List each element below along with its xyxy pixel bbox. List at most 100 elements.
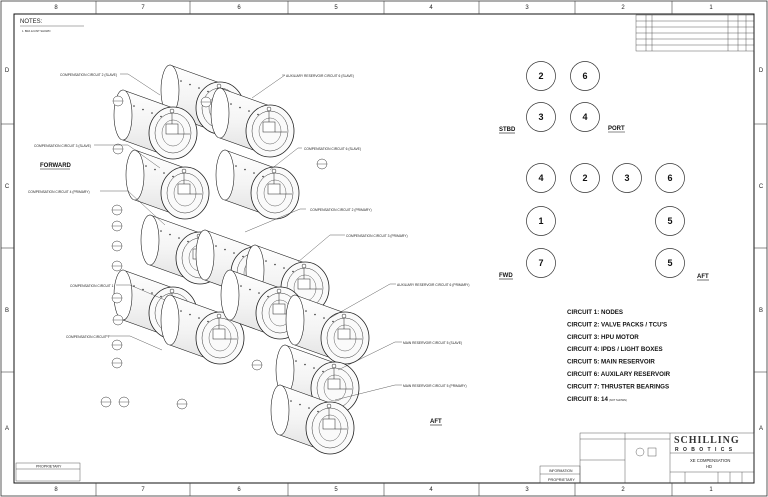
circuit-node-2: 2 (570, 163, 600, 193)
drawing-title: XE COMPENSATION (690, 458, 730, 463)
circuit-node-number: 6 (582, 71, 587, 81)
fitting-balloon (111, 240, 123, 252)
callout-comp-circuit-3-primary: COMPENSATION CIRCUIT 3 (PRIMARY) (346, 234, 408, 238)
zone-row-C: C (759, 184, 764, 190)
stbd-label: STBD (499, 127, 516, 133)
compensator-assembly-drawing (100, 64, 370, 455)
callout-aux-circuit-6-slave: AUXILIARY RESERVOIR CIRCUIT 6 (SLAVE) (286, 74, 354, 78)
legend-circuit-5: CIRCUIT 5: MAIN RESERVOIR (567, 359, 655, 366)
circuit-node-7: 7 (526, 248, 556, 278)
inner-border (13, 13, 755, 484)
circuit-node-4: 4 (526, 163, 556, 193)
reservoir-cylinder (215, 149, 300, 220)
circuit-node-2: 2 (526, 61, 556, 91)
fitting-balloon (176, 398, 188, 410)
information-label: INFORMATION (549, 469, 573, 473)
circuit-node-5: 5 (655, 248, 685, 278)
zone-column-4: 4 (429, 5, 433, 11)
zone-column-6: 6 (237, 487, 241, 493)
fitting-balloon (316, 158, 328, 170)
callout-aux-circuit-6-primary: AUXILIARY RESERVOIR CIRCUIT 6 (PRIMARY) (397, 283, 469, 287)
port-label: PORT (608, 126, 625, 132)
circuit-node-6: 6 (655, 163, 685, 193)
circuit-node-number: 3 (538, 112, 543, 122)
circuit-node-number: 3 (624, 173, 629, 183)
zone-row-C: C (5, 184, 10, 190)
circuit-node-4: 4 (570, 102, 600, 132)
zone-column-3: 3 (525, 487, 529, 493)
zone-column-1: 1 (709, 5, 713, 11)
zone-column-1: 1 (709, 487, 713, 493)
zone-column-8: 8 (54, 5, 58, 11)
zone-row-A: A (5, 426, 9, 432)
circuit-node-3: 3 (526, 102, 556, 132)
reservoir-cylinder (125, 149, 210, 220)
fitting-balloon (112, 314, 124, 326)
callout-comp-circuit-1: COMPENSATION CIRCUIT 1 (70, 284, 114, 288)
callout-comp-circuit-2-primary: COMPENSATION CIRCUIT 2 (PRIMARY) (310, 208, 372, 212)
notes-title: NOTES: (20, 19, 43, 25)
circuit-node-number: 1 (538, 216, 543, 226)
legend-circuit-2: CIRCUIT 2: VALVE PACKS / TCU'S (567, 321, 667, 328)
fitting-balloon (200, 96, 212, 108)
zone-column-7: 7 (141, 487, 145, 493)
circuit-node-1: 1 (526, 206, 556, 236)
zone-row-D: D (5, 68, 10, 74)
proprietary-label-left: PROPRIETARY (36, 465, 62, 469)
fitting-balloon (111, 204, 123, 216)
callout-comp-circuit-3-slave: COMPENSATION CIRCUIT 3 (SLAVE) (34, 144, 91, 148)
fitting-balloon (111, 220, 123, 232)
zone-column-8: 8 (54, 487, 58, 493)
fitting-balloon (112, 95, 124, 107)
legend-circuit-1: CIRCUIT 1: NODES (567, 309, 623, 316)
circuit-node-6: 6 (570, 61, 600, 91)
circuit-layout-schematic: 2 6 3 4 4 2 3 6 1 5 7 5 (526, 61, 685, 278)
circuit-node-number: 4 (538, 173, 543, 183)
callout-comp-circuit-7: COMPENSATION CIRCUIT 7 (66, 335, 110, 339)
reservoir-cylinder (270, 384, 355, 455)
zone-row-B: B (759, 308, 763, 314)
fitting-balloon (100, 396, 112, 408)
callout-main-circuit-5-primary: MAIN RESERVOIR CIRCUIT 5 (PRIMARY) (403, 384, 467, 388)
zone-column-5: 5 (334, 487, 338, 493)
proprietary-block (15, 462, 81, 482)
fitting-balloon (118, 396, 130, 408)
company-logo: SCHILLING (674, 435, 740, 446)
circuit-node-number: 2 (538, 71, 543, 81)
legend-circuit-6: CIRCUIT 6: AUXILARY RESERVOIR (567, 371, 671, 378)
fwd-label: FWD (499, 273, 513, 279)
fitting-balloon (112, 143, 124, 155)
circuit-legend: CIRCUIT 1: NODES CIRCUIT 2: VALVE PACKS /… (567, 309, 671, 390)
circuit-node-number: 2 (582, 173, 587, 183)
revision-block (635, 14, 755, 52)
reservoir-cylinder (113, 89, 198, 160)
circuit-node-number: 4 (582, 112, 587, 122)
zone-row-D: D (759, 68, 764, 74)
zone-column-2: 2 (621, 5, 625, 11)
fitting-balloon (251, 359, 263, 371)
drawing-subtitle: HD (706, 464, 712, 469)
fitting-balloon (111, 339, 123, 351)
aft-label-drawing: AFT (430, 419, 442, 425)
circuit-node-number: 5 (667, 258, 672, 268)
forward-label: FORWARD (40, 163, 72, 169)
fitting-balloon (111, 292, 123, 304)
legend-circuit-8: CIRCUIT 8: 14 (567, 396, 608, 403)
zone-column-5: 5 (334, 5, 338, 11)
legend-circuit-4: CIRCUIT 4: IPDS / LIGHT BOXES (567, 346, 663, 353)
aft-label-schematic: AFT (697, 274, 709, 280)
circuit-node-5: 5 (655, 206, 685, 236)
fitting-balloon (111, 357, 123, 369)
zone-row-A: A (759, 426, 763, 432)
zone-row-B: B (5, 308, 9, 314)
reservoir-cylinder (210, 87, 295, 158)
circuit-node-number: 6 (667, 173, 672, 183)
fitting-balloon (111, 260, 123, 272)
zone-column-3: 3 (525, 5, 529, 11)
zone-column-4: 4 (429, 487, 433, 493)
callout-comp-circuit-4-primary: COMPENSATION CIRCUIT 4 (PRIMARY) (28, 190, 90, 194)
circuit-node-3: 3 (612, 163, 642, 193)
